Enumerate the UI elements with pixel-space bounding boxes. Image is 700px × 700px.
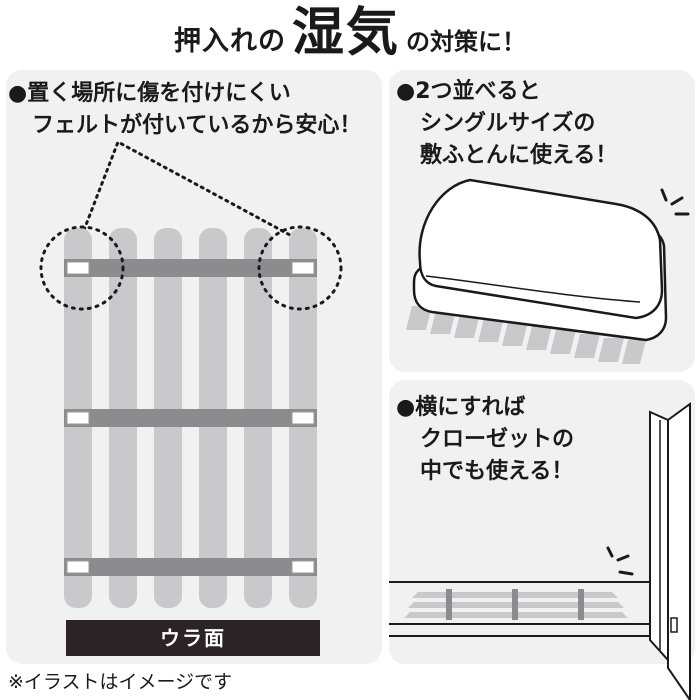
headline: 押入れの湿気の対策に！ (0, 0, 700, 68)
closet-sparkle-icon (606, 546, 634, 576)
futon-fold-line (425, 275, 641, 303)
futon-caption: ●2つ並べると シングルサイズの 敷ふとんに使える！ (396, 76, 617, 172)
futon-caption-line-2: シングルサイズの (420, 111, 596, 136)
underside-label-bar: ウラ面 (66, 620, 320, 656)
futon-caption-line-3: 敷ふとんに使える！ (420, 143, 618, 168)
callout-line (82, 139, 292, 237)
closet-caption: ●横にすれば クローゼットの 中でも使える！ (396, 392, 574, 488)
closet-caption-line-1: ●横にすれば (396, 395, 526, 420)
slats (64, 228, 317, 608)
headline-suffix: の対策に！ (406, 28, 526, 56)
felt-highlight-circle-right (257, 225, 343, 311)
closet-mat-crossbars (446, 589, 584, 620)
futon-sparkle-icon (660, 188, 690, 216)
closet-door-frame (649, 410, 669, 663)
futon-caption-line-1: ●2つ並べると (396, 79, 541, 104)
futon-base-slats (406, 306, 646, 364)
felt-pads (66, 261, 315, 574)
crossbars (64, 259, 317, 576)
underside-caption: ●置く場所に傷を付けにくい フェルトが付いているから安心！ (8, 78, 361, 142)
headline-prefix: 押入れの (173, 26, 286, 57)
underside-caption-line-1: ●置く場所に傷を付けにくい (8, 81, 291, 106)
closet-door-panel (667, 402, 691, 700)
underside-caption-line-2: フェルトが付いているから安心！ (32, 113, 362, 138)
closet-caption-line-3: 中でも使える！ (420, 459, 574, 484)
illustration-footnote: ※イラストはイメージです (8, 671, 233, 693)
headline-emphasis: 湿気 (291, 3, 400, 63)
closet-caption-line-2: クローゼットの (420, 427, 575, 452)
felt-highlight-circle-left (39, 225, 125, 311)
